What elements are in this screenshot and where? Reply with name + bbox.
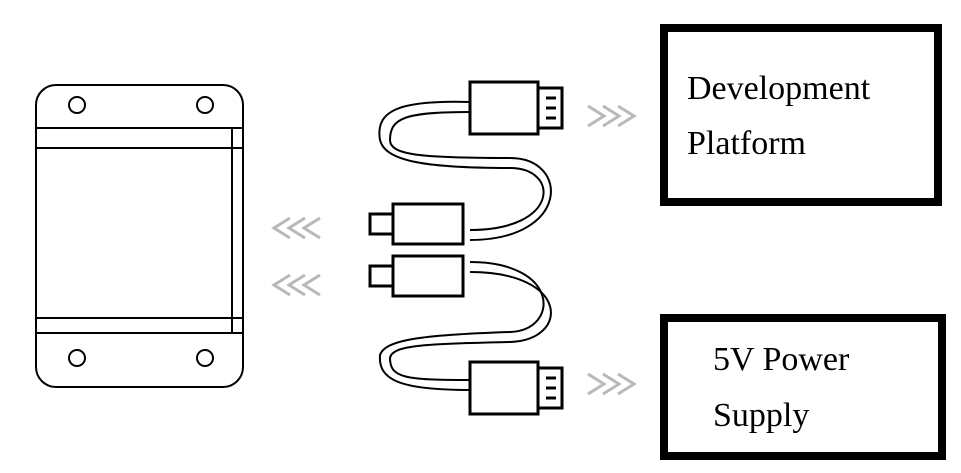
arrow-left-top-icon: [271, 216, 321, 240]
micro-plug-upper-icon: [368, 202, 465, 246]
development-platform-box: [660, 24, 942, 206]
cable-upper: [378, 100, 552, 241]
power-supply-box: [660, 314, 946, 460]
usb-plug-lower-icon: [468, 360, 564, 416]
power-supply-label-line1: 5V Power: [713, 341, 850, 378]
cable-lower: [378, 261, 552, 391]
device-module: [35, 84, 244, 388]
arrow-right-bottom-icon: [587, 372, 637, 396]
screw-hole-icon: [196, 349, 214, 367]
arrow-right-top-icon: [587, 104, 637, 128]
micro-plug-lower-icon: [368, 254, 465, 298]
development-platform-label-line2: Platform: [687, 125, 806, 162]
screw-hole-icon: [68, 96, 86, 114]
screw-hole-icon: [68, 349, 86, 367]
usb-plug-upper-icon: [468, 80, 564, 136]
screw-hole-icon: [196, 96, 214, 114]
development-platform-label-line1: Development: [687, 70, 871, 107]
power-supply-label-line2: Supply: [713, 397, 810, 434]
arrow-left-bottom-icon: [271, 273, 321, 297]
